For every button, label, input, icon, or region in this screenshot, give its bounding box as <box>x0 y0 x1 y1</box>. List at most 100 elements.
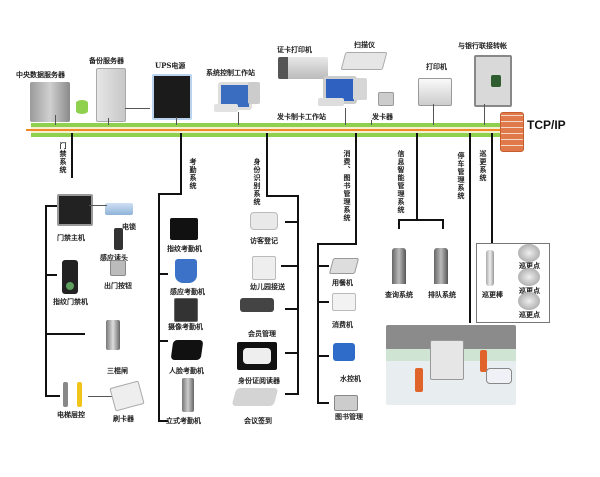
member-management-icon <box>240 298 274 312</box>
connector <box>266 195 298 197</box>
connector <box>285 221 299 223</box>
connector <box>317 355 329 357</box>
workstation-tower-icon <box>248 82 260 104</box>
connector <box>317 265 329 267</box>
patrol-trunk <box>491 133 493 243</box>
fingerprint-attendance-label: 指纹考勤机 <box>167 244 202 253</box>
patrol-wand-label: 巡更棒 <box>482 290 503 299</box>
atm-screen-icon <box>491 75 501 87</box>
connector <box>45 274 57 276</box>
connector <box>317 301 329 303</box>
control-workstation-label: 系统控制工作站 <box>206 68 255 77</box>
printer-label: 打印机 <box>426 62 447 71</box>
access-trunk <box>71 133 73 178</box>
visitor-registration-label: 访客登记 <box>250 236 278 245</box>
info-system-title: 信息智能管理系统 <box>397 150 406 214</box>
patrol-point-label: 巡更点 <box>519 261 540 270</box>
identity-system-title: 身份识别系统 <box>253 158 262 206</box>
parking-system-title: 停车管理系统 <box>457 152 466 200</box>
connector <box>158 273 168 275</box>
connector <box>108 118 109 125</box>
face-attendance-label: 人脸考勤机 <box>169 366 204 375</box>
elevator-control-icon <box>63 382 68 407</box>
connector <box>45 333 85 335</box>
camera-attendance-icon <box>174 298 198 322</box>
barrier-gate-icon <box>480 350 487 372</box>
keyboard-icon <box>214 104 238 112</box>
protocol-label: TCP/IP <box>527 118 566 132</box>
card-reader-label: 感应读头 <box>100 253 128 262</box>
consumption-bus <box>317 243 319 403</box>
pos-machine-icon <box>332 293 356 311</box>
server-icon <box>30 82 70 122</box>
card-swiper-label: 刷卡器 <box>113 414 134 423</box>
access-controller-label: 门禁主机 <box>57 233 85 242</box>
face-attendance-icon <box>170 340 204 360</box>
kindergarten-pickup-icon <box>252 256 276 280</box>
card-workstation-label: 发卡制卡工作站 <box>277 112 326 121</box>
connector <box>281 265 299 267</box>
card-printer-label: 证卡打印机 <box>277 45 312 54</box>
bank-transfer-label: 与银行联接转帐 <box>458 41 507 50</box>
server-icon <box>96 68 126 122</box>
id-card-reader-body-icon <box>243 348 271 364</box>
attendance-trunk <box>180 133 182 193</box>
meal-machine-label: 用餐机 <box>332 278 353 287</box>
parking-trunk <box>469 133 471 323</box>
electric-lock-label: 电锁 <box>122 222 136 231</box>
card-swiper-icon <box>109 380 145 412</box>
standing-attendance-icon <box>182 378 194 412</box>
card-reader-icon <box>114 228 123 250</box>
network-bus-backbone <box>26 129 501 131</box>
exit-button-label: 出门按钮 <box>104 281 132 290</box>
queue-kiosk-icon <box>434 248 448 284</box>
elevator-control-icon <box>77 382 82 407</box>
barrier-gate-icon <box>415 368 423 392</box>
connector <box>285 393 299 395</box>
patrol-point-label: 巡更点 <box>519 310 540 319</box>
connector <box>317 402 329 404</box>
fingerprint-access-label: 指纹门禁机 <box>53 297 88 306</box>
kindergarten-pickup-label: 幼儿园接送 <box>250 282 285 291</box>
connector <box>442 219 444 229</box>
connector <box>398 219 443 221</box>
info-trunk <box>416 133 418 220</box>
electric-lock-icon <box>105 203 133 215</box>
connector <box>433 104 434 125</box>
backup-server-label: 备份服务器 <box>89 56 124 65</box>
connector <box>484 104 485 125</box>
database-icon <box>76 100 88 114</box>
queue-system-label: 排队系统 <box>428 290 456 299</box>
patrol-point-label: 巡更点 <box>519 286 540 295</box>
printer-icon <box>418 78 452 106</box>
card-issuer-label: 发卡器 <box>372 112 393 121</box>
library-management-label: 图书管理 <box>335 412 363 421</box>
meeting-signin-label: 会议签到 <box>244 416 272 425</box>
patrol-point-icon <box>518 244 540 262</box>
water-control-icon <box>333 343 355 361</box>
workstation-tower-icon <box>353 78 367 100</box>
attendance-bus <box>158 193 160 421</box>
id-card-reader-label: 身份证阅读器 <box>238 376 280 385</box>
patrol-wand-icon <box>486 250 494 286</box>
connector <box>45 395 60 397</box>
meeting-signin-icon <box>231 388 279 406</box>
water-control-label: 水控机 <box>340 374 361 383</box>
elevator-control-label: 电梯层控 <box>57 410 85 419</box>
firewall-icon <box>500 112 524 152</box>
consumption-trunk <box>355 133 357 243</box>
ups-label: UPS电源 <box>155 61 186 70</box>
exit-button-icon <box>110 260 126 276</box>
central-db-server-label: 中央数据服务器 <box>16 70 65 79</box>
attendance-system-title: 考勤系统 <box>189 158 198 190</box>
camera-attendance-label: 摄像考勤机 <box>168 322 203 331</box>
member-management-label: 会员管理 <box>248 329 276 338</box>
connector <box>317 243 357 245</box>
scanner-label: 扫描仪 <box>354 40 375 49</box>
standing-attendance-label: 立式考勤机 <box>166 416 201 425</box>
connector <box>371 120 372 125</box>
connector <box>176 117 177 125</box>
fingerprint-attendance-icon <box>170 218 198 240</box>
identity-trunk <box>266 133 268 195</box>
access-system-title: 门禁系统 <box>59 142 68 174</box>
